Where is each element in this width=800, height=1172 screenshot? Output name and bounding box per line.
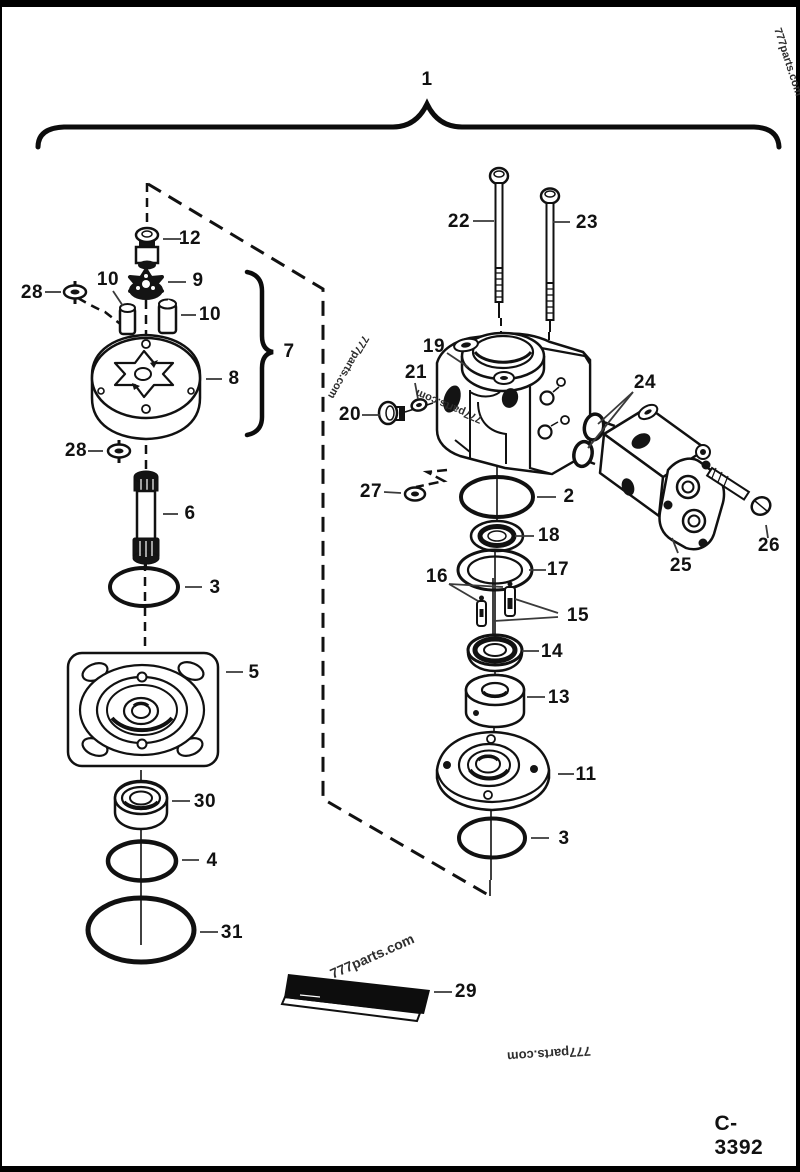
part-5-mounting-flange xyxy=(66,651,220,768)
callout-21: 21 xyxy=(404,362,428,383)
part-8-gerotor-housing xyxy=(90,333,202,441)
callout-10-left: 10 xyxy=(96,269,120,290)
part-31-oring-large xyxy=(85,895,197,965)
part-19-housing xyxy=(435,331,592,476)
callout-26: 26 xyxy=(757,535,781,556)
callout-9: 9 xyxy=(192,270,204,291)
part-25-port-block xyxy=(598,403,726,551)
part-29-decal-plate xyxy=(167,299,430,1023)
part-10-pin-left xyxy=(118,303,137,336)
part-22-bolt xyxy=(488,166,510,318)
callout-20: 20 xyxy=(338,404,362,425)
part-28-washer-mid xyxy=(106,440,132,463)
callout-16: 16 xyxy=(425,566,449,587)
part-12-fitting xyxy=(134,226,160,276)
callout-12: 12 xyxy=(178,228,202,249)
part-28-washer-top xyxy=(62,281,88,304)
part-9-gerotor-star xyxy=(128,268,164,300)
part-7-brace xyxy=(244,269,274,438)
part-21-washer xyxy=(410,398,428,412)
callout-30: 30 xyxy=(193,791,217,812)
part-23-bolt xyxy=(539,187,561,332)
part-2-oring xyxy=(459,475,535,519)
callout-13: 13 xyxy=(547,687,571,708)
callout-6: 6 xyxy=(184,503,196,524)
part-13-spacer xyxy=(464,673,526,729)
callout-4: 4 xyxy=(206,850,218,871)
part-4-oring xyxy=(105,839,179,883)
callout-5: 5 xyxy=(248,662,260,683)
callout-8: 8 xyxy=(228,368,240,389)
callout-27: 27 xyxy=(359,481,383,502)
callout-23: 23 xyxy=(575,212,599,233)
part-15-16-pins xyxy=(476,578,516,640)
callout-24: 24 xyxy=(633,372,657,393)
part-20-plug xyxy=(377,400,405,426)
part-10-pin-right xyxy=(157,298,178,335)
drawing-number: C-3392 xyxy=(714,1112,764,1159)
callout-29: 29 xyxy=(454,981,478,1002)
leader-lines xyxy=(45,220,769,993)
part-1-brace xyxy=(35,98,782,150)
callout-28-top: 28 xyxy=(20,282,44,303)
callout-7: 7 xyxy=(283,341,295,362)
part-11-end-cap xyxy=(435,730,551,812)
callout-22: 22 xyxy=(447,211,471,232)
callout-19: 19 xyxy=(422,336,446,357)
callout-2: 2 xyxy=(563,486,575,507)
callout-25: 25 xyxy=(669,555,693,576)
callout-15: 15 xyxy=(566,605,590,626)
part-3-oring-right xyxy=(457,816,527,860)
part-6-drive-shaft xyxy=(132,470,160,570)
callout-11: 11 xyxy=(575,764,597,785)
part-27-washer xyxy=(403,486,427,502)
callout-17: 17 xyxy=(546,559,570,580)
part-3-oring-left xyxy=(108,566,180,608)
callout-3-left: 3 xyxy=(209,577,221,598)
callout-10-right: 10 xyxy=(198,304,222,325)
part-26-bolt xyxy=(702,464,772,517)
part-30-bearing xyxy=(113,779,169,831)
callout-31: 31 xyxy=(220,922,244,943)
callout-28-mid: 28 xyxy=(64,440,88,461)
callout-1: 1 xyxy=(421,69,433,90)
part-14-bearing xyxy=(466,633,524,673)
callout-3-right: 3 xyxy=(558,828,570,849)
callout-18: 18 xyxy=(537,525,561,546)
callout-14: 14 xyxy=(540,641,564,662)
part-18-seal xyxy=(469,519,525,553)
